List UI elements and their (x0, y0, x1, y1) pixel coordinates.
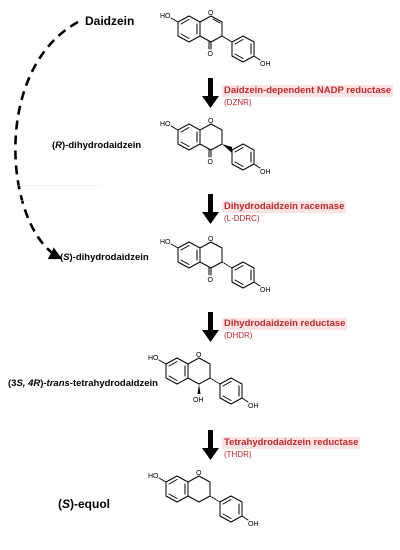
hydroxyl-label: HO (160, 13, 171, 20)
enzyme-dznr-abbr: (DZNR) (224, 98, 252, 107)
molecule-r-dihydrodaidzein: HO O O OH (160, 118, 271, 176)
reaction-arrow-2 (202, 194, 219, 224)
oh-label: OH (260, 287, 271, 294)
ring-oh-label: OH (193, 397, 204, 404)
oh-label: OH (260, 169, 271, 176)
ghost-text-2: —— (18, 197, 32, 204)
ghost-text-1: ———————————— (18, 182, 102, 189)
reaction-arrow-3 (202, 312, 219, 342)
reaction-arrow-4 (202, 430, 219, 460)
oxygen-label: O (208, 10, 214, 17)
enzyme-thdr-name: Tetrahydrodaidzein reductase (222, 437, 361, 449)
hydroxyl-label: HO (160, 121, 171, 128)
enzyme-ddrc-name: Dihydrodaidzein racemase (222, 201, 347, 213)
enzyme-dhdr-name: Dihydrodaidzein reductase (222, 318, 348, 330)
compound-r-dihydrodaidzein: (R)-dihydrodaidzein (52, 140, 142, 151)
reaction-arrow-1 (202, 78, 219, 108)
molecule-daidzein: HO O O OH (160, 10, 271, 68)
carbonyl-oxygen-label: O (208, 159, 214, 166)
enzyme-thdr-abbr: (THDR) (224, 450, 252, 459)
oxygen-label: O (196, 352, 202, 359)
molecule-s-dihydrodaidzein: HO O O OH (160, 236, 271, 294)
hydroxyl-label: HO (160, 239, 171, 246)
oxygen-label: O (196, 470, 202, 477)
molecule-s-equol: HO O OH (148, 470, 259, 528)
molecule-tetrahydrodaidzein: HO O OH OH (148, 352, 259, 410)
compound-daidzein: Daidzein (85, 14, 135, 28)
carbonyl-oxygen-label: O (208, 51, 214, 58)
oh-label: OH (260, 61, 271, 68)
oh-label: OH (248, 521, 259, 528)
enzyme-dhdr-abbr: (DHDR) (224, 331, 253, 340)
carbonyl-oxygen-label: O (208, 277, 214, 284)
oh-label: OH (248, 403, 259, 410)
compound-tetrahydrodaidzein: (3S, 4R)-trans-tetrahydrodaidzein (8, 378, 158, 389)
compound-s-dihydrodaidzein: (S)-dihydrodaidzein (60, 252, 149, 263)
hydroxyl-label: HO (148, 355, 159, 362)
enzyme-ddrc-abbr: (L-DDRC) (224, 214, 260, 223)
dashed-curved-arrow (14, 20, 79, 260)
oxygen-label: O (208, 118, 214, 125)
oxygen-label: O (208, 236, 214, 243)
enzyme-dznr-name: Daidzein-dependent NADP reductase (222, 85, 394, 97)
hydroxyl-label: HO (148, 473, 159, 480)
compound-s-equol: (S)-equol (58, 497, 111, 511)
